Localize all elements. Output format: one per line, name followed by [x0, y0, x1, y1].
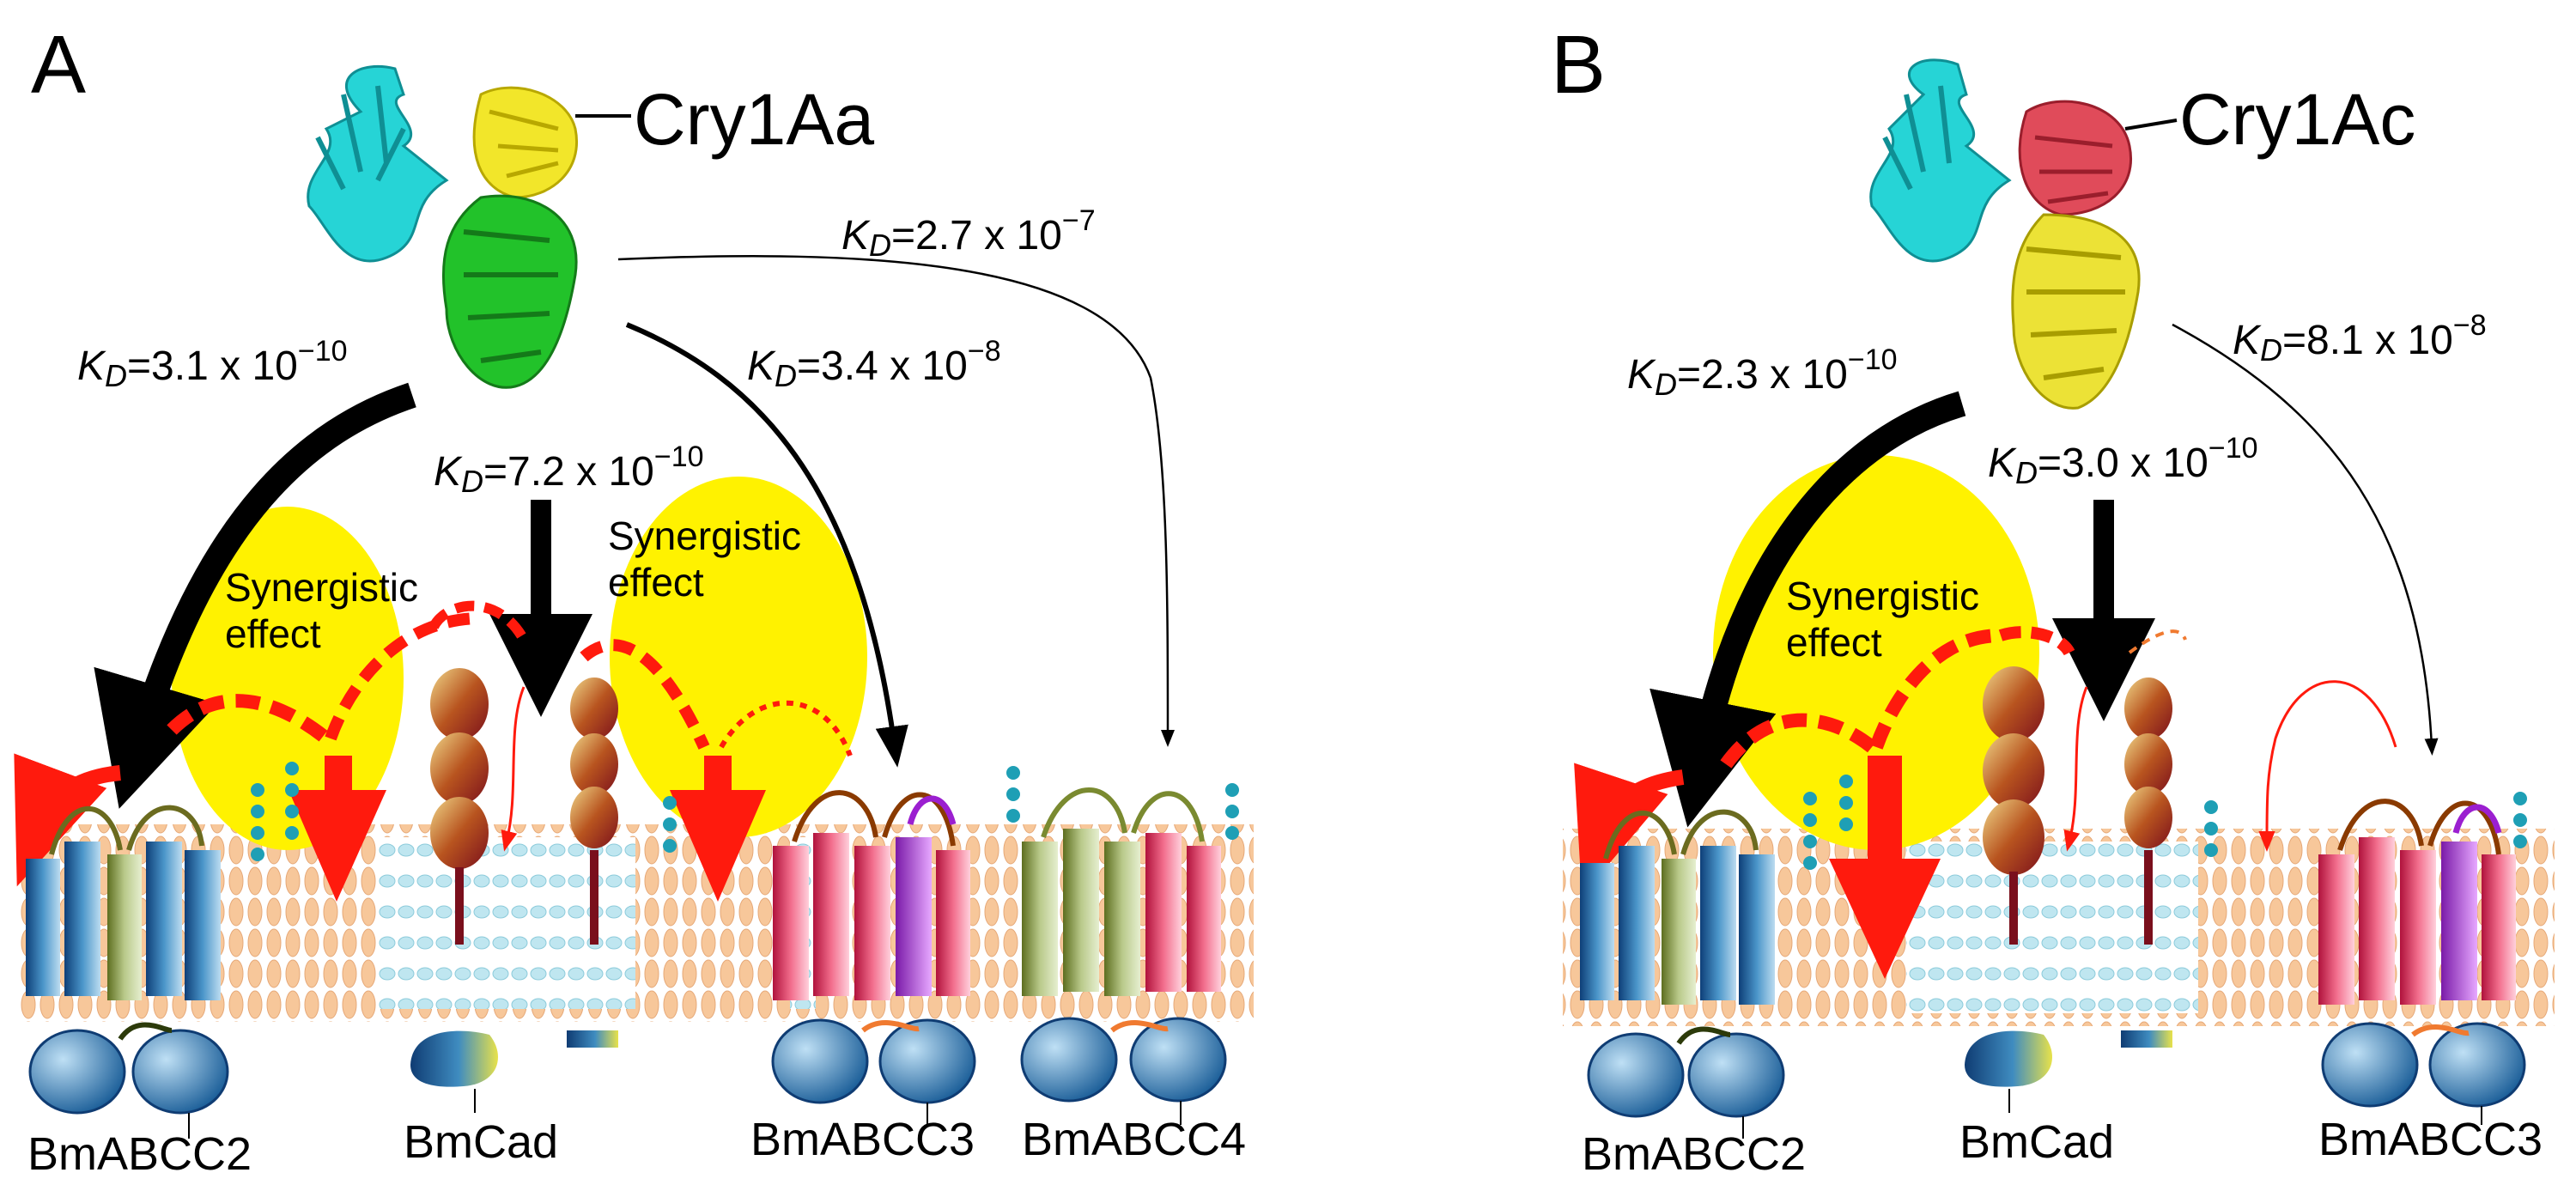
synergy-dash-b3 — [1998, 626, 2075, 656]
receptor-label-bmcad-a: BmCad — [404, 1116, 558, 1168]
receptor-label-bmcad-b: BmCad — [1959, 1116, 2114, 1168]
thin-red-arrow-b2 — [2258, 680, 2397, 852]
receptor-label-bmabcc4-a: BmABCC4 — [1022, 1114, 1246, 1165]
kd-label-abcc2-b: KD=2.3 x 10−10 — [1627, 343, 1898, 402]
synergy-dash-b1 — [1720, 713, 1876, 769]
bmcad-receptor-b — [1965, 666, 2172, 1087]
synergy-zone-a2 — [610, 477, 867, 837]
pore-arrow-a2 — [670, 756, 766, 902]
receptor-label-bmabcc2-b: BmABCC2 — [1582, 1128, 1806, 1180]
kd-label-cad-b: KD=3.0 x 10−10 — [1988, 432, 2258, 490]
synergy-dash-b4 — [2128, 629, 2187, 654]
release-arrow-a — [14, 753, 122, 887]
bmabcc2-transporter-a — [26, 805, 229, 1115]
synergy-dash-a1 — [167, 694, 331, 744]
cry1ac-structure — [1869, 58, 2178, 410]
kd-label-abcc4-a: KD=2.7 x 10−7 — [841, 204, 1096, 263]
thin-red-arrow-a — [501, 686, 526, 852]
bmabcc3-transporter-b — [2318, 799, 2526, 1108]
bmabcc2-transporter-b — [1580, 809, 1785, 1118]
kd-label-cad-a: KD=7.2 x 10−10 — [434, 441, 704, 499]
pore-arrow-b1 — [1829, 756, 1941, 979]
release-arrow-b — [1574, 763, 1685, 896]
synergy-dash-a4 — [580, 639, 710, 750]
synergy-dash-a2 — [325, 612, 482, 741]
kd-label-abcc3-b: KD=8.1 x 10−8 — [2233, 309, 2487, 368]
binding-arrow-abcc4-a — [617, 255, 1175, 747]
binding-arrow-abcc3-b — [2172, 323, 2439, 756]
glycan-chains-b — [1803, 775, 2527, 870]
thin-red-arrow-b1 — [2063, 686, 2088, 852]
synergy-dash-b2 — [1869, 629, 2002, 750]
panel-letter-b: B — [1551, 19, 1606, 111]
binding-arrow-abcc2-a — [94, 382, 416, 809]
receptor-label-bmabcc3-a: BmABCC3 — [750, 1114, 975, 1165]
panel-a: A Cry1Aa KD=3.1 x 10−10 KD=7.2 x 10−10 — [14, 19, 1254, 1180]
bmabcc3-transporter-a — [771, 790, 976, 1104]
toxin-label-cry1ac: Cry1Ac — [2179, 79, 2415, 160]
synergy-dot-a5 — [719, 700, 853, 757]
panel-letter-a: A — [31, 19, 86, 111]
bmcad-receptor-a — [410, 668, 618, 1087]
cry1aa-structure — [307, 64, 631, 389]
receptor-label-bmabcc3-b: BmABCC3 — [2318, 1114, 2543, 1165]
panel-b: B Cry1Ac KD=2.3 x 10−10 KD=3.0 x 10−10 K… — [1551, 19, 2555, 1180]
pore-arrow-a1 — [289, 756, 386, 902]
bmabcc4-transporter-a — [1020, 787, 1227, 1103]
synergy-dash-a3 — [428, 600, 529, 643]
receptor-label-bmabcc2-a: BmABCC2 — [27, 1128, 252, 1180]
synergy-zone-b1 — [1713, 455, 2039, 850]
toxin-label-cry1aa: Cry1Aa — [634, 79, 874, 160]
kd-label-abcc3-a: KD=3.4 x 10−8 — [747, 335, 1001, 393]
binding-arrow-abcc2-b — [1649, 391, 1966, 828]
kd-label-abcc2-a: KD=3.1 x 10−10 — [77, 335, 348, 393]
binding-arrow-abcc3-a — [625, 322, 908, 768]
glycan-chains-a — [251, 762, 1239, 861]
